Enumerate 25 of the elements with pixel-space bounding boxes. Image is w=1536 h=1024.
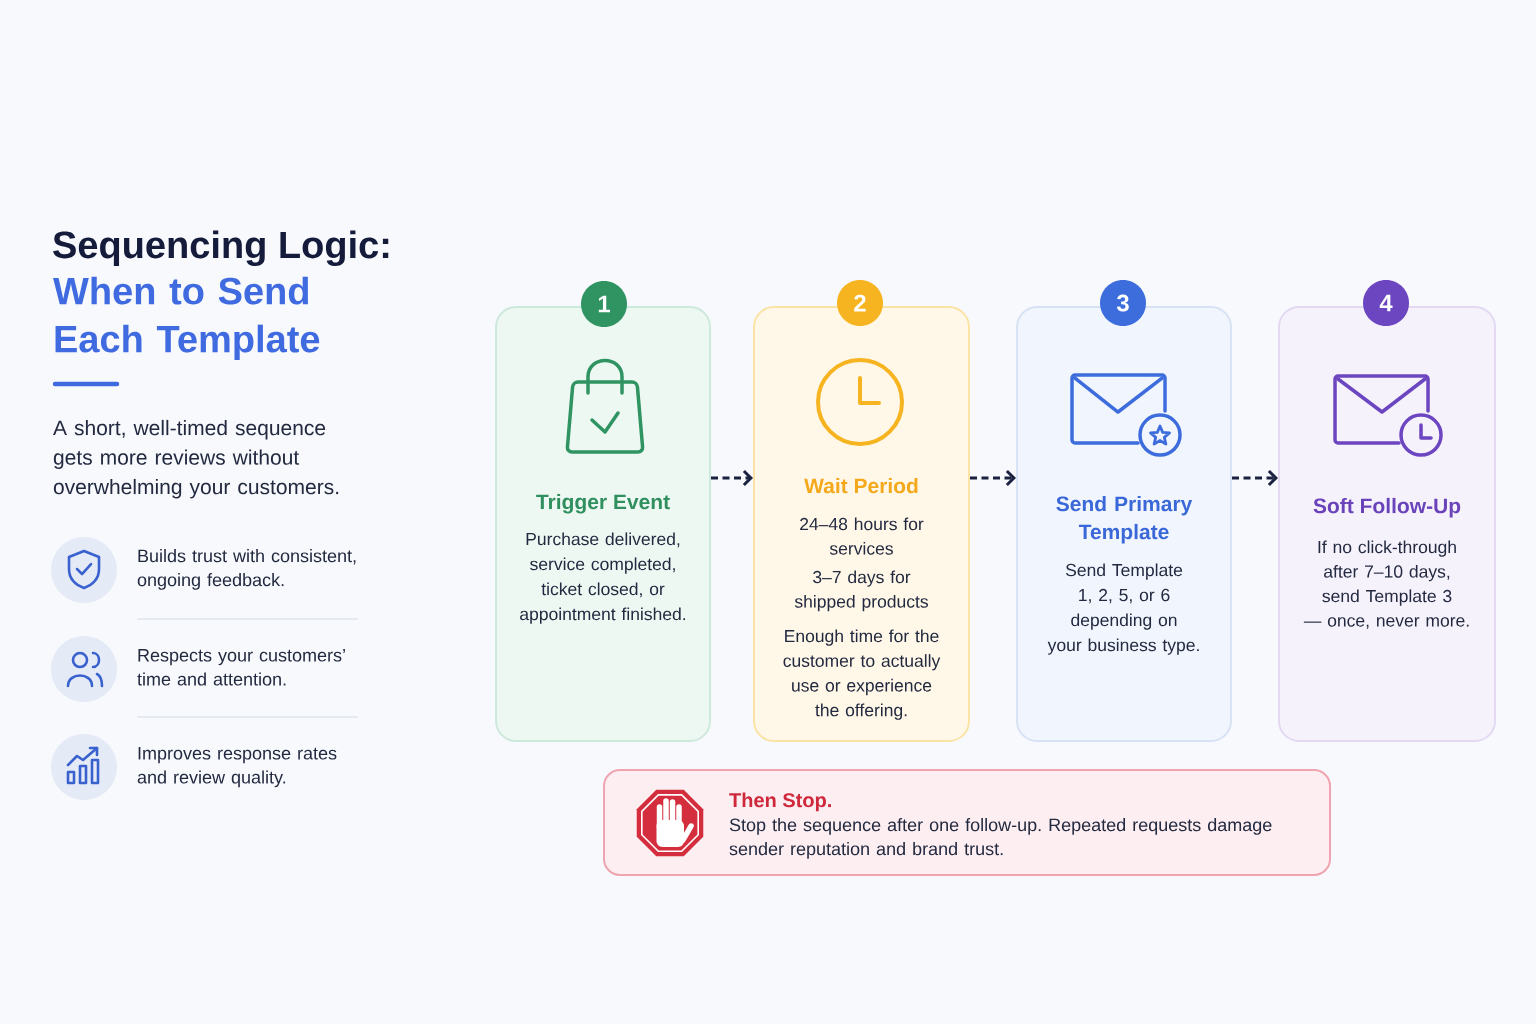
step-title: Soft Follow-Up [1313,497,1461,518]
step-text: If no click-through after 7–10 days, send Template 3 — once, never more. [1303,540,1469,629]
arrow [970,469,1016,487]
benefit-text: Respects your customers’ time and attention. [137,649,345,686]
number-badge: 4 [1363,280,1409,326]
step-title: Wait Period [804,477,918,494]
step-title: Trigger Event [536,493,670,514]
intro-text: A short, well-timed sequence gets more reviews without overwhelming your customers. [53,419,339,499]
step-text: Send Template 1, 2, 5, or 6 depending on your business type. [1047,563,1199,655]
arrow [711,469,753,487]
banner-text: Stop the sequence after one follow-up. Repeated requests damage sender reputation and brand trust. [729,818,1272,859]
step-title: Send Primary Template [1056,495,1193,544]
number-badge: 1 [581,281,627,327]
benefit-text: Builds trust with consistent, ongoing feedback. [137,549,356,590]
step-text: 24–48 hours for services [800,517,924,555]
arrow [1232,469,1278,487]
step-text: 3–7 days for shipped products [794,570,928,612]
heading: When to Send Each Template [53,276,320,361]
benefit-text: Improves response rates and review quality. [137,747,337,788]
step-text: Enough time for the customer to actually use or experience the offering. [783,629,941,720]
number-badge: 2 [837,280,883,326]
number-badge: 3 [1100,280,1146,326]
step-text: Purchase delivered, service completed, ticket closed, or appointment finished. [520,532,686,624]
title: Sequencing Logic: [53,230,389,267]
banner-title: Then Stop. [729,792,831,812]
